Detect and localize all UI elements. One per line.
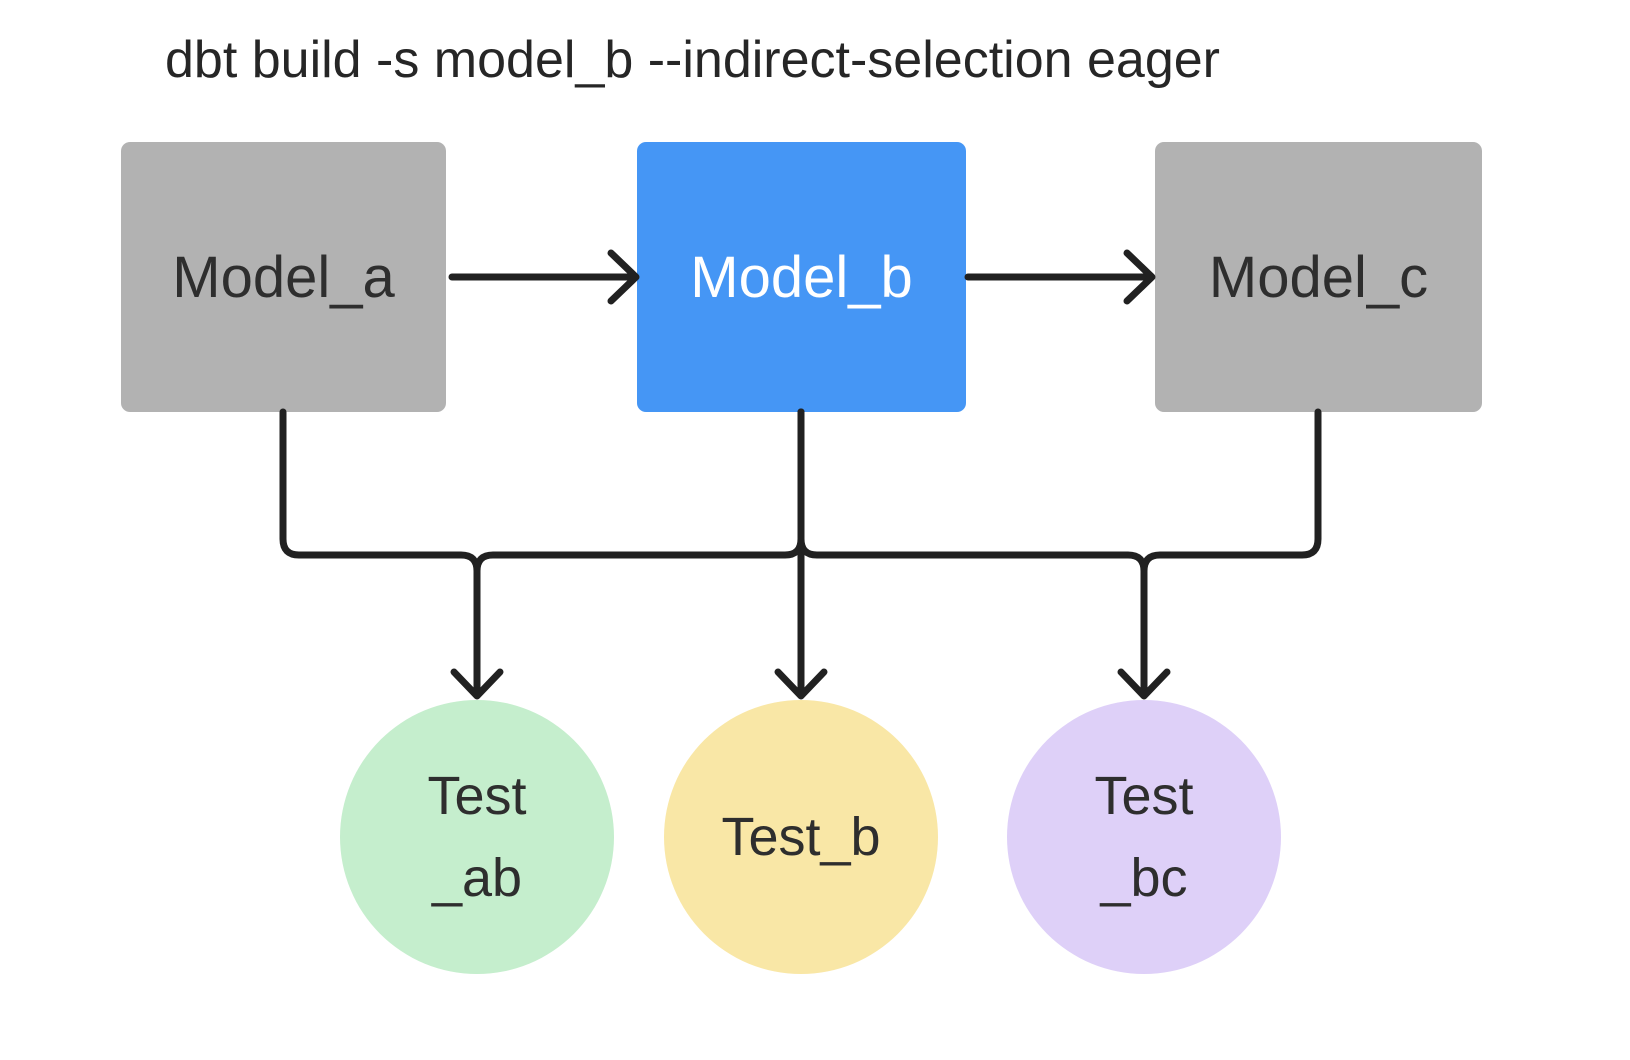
node-model-a: Model_a bbox=[121, 142, 446, 412]
node-test-bc: Test _bc bbox=[1007, 700, 1281, 974]
node-model-c-label: Model_c bbox=[1208, 244, 1429, 310]
node-test-bc-label-line1: Test bbox=[1094, 766, 1194, 826]
edge-model-b-to-test-bc bbox=[797, 408, 1148, 697]
node-test-b-label: Test_b bbox=[721, 807, 881, 867]
node-model-b-label: Model_b bbox=[690, 244, 913, 310]
node-test-bc-label-line2: _bc bbox=[1100, 848, 1188, 908]
arrowhead-test-bc-icon bbox=[1117, 668, 1171, 700]
node-test-ab-label-line2: _ab bbox=[431, 848, 523, 908]
node-test-b: Test_b bbox=[664, 700, 938, 974]
diagram-title: dbt build -s model_b --indirect-selectio… bbox=[165, 31, 1220, 89]
edge-model-b-to-test-ab bbox=[473, 408, 805, 697]
edge-model-a-to-test-ab bbox=[279, 408, 481, 697]
arrowhead-test-b-icon bbox=[774, 668, 828, 700]
node-test-ab-label-line1: Test bbox=[427, 766, 527, 826]
node-model-b: Model_b bbox=[637, 142, 966, 412]
arrowhead-test-ab-icon bbox=[450, 668, 504, 700]
node-test-ab: Test _ab bbox=[340, 700, 614, 974]
node-model-c: Model_c bbox=[1155, 142, 1482, 412]
arrowhead-model-c-icon bbox=[1123, 249, 1156, 305]
edge-model-c-to-test-bc bbox=[1140, 408, 1322, 697]
node-model-a-label: Model_a bbox=[172, 244, 395, 310]
arrowhead-model-b-icon bbox=[607, 249, 640, 305]
